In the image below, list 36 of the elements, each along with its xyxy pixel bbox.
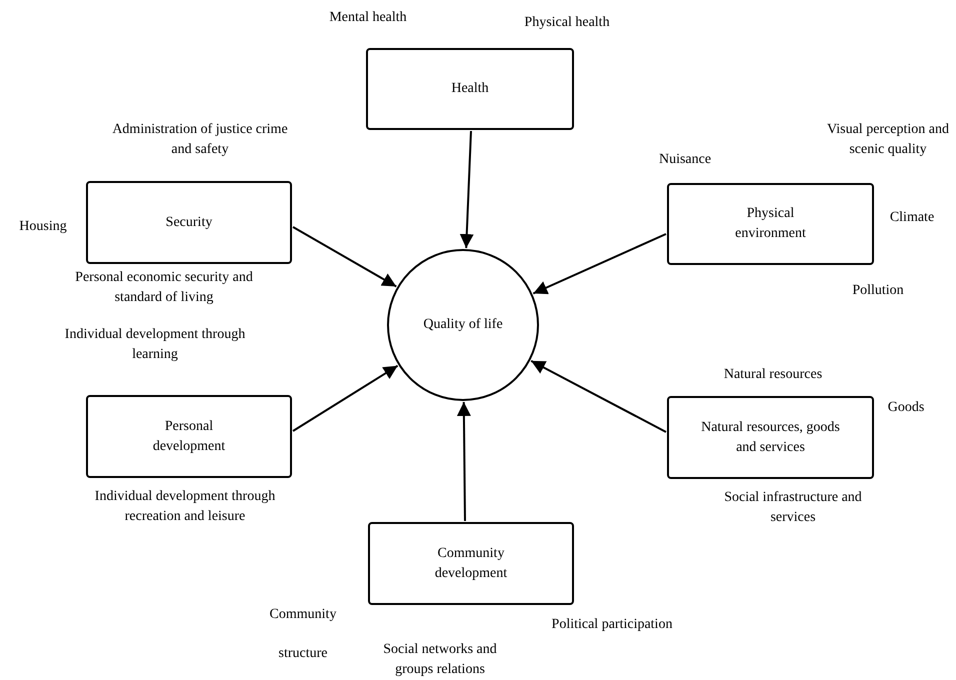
category-box	[667, 396, 874, 479]
category-box	[368, 522, 574, 605]
node-label: Personal development	[152, 418, 226, 456]
aspect-label: Visual perception and scenic quality	[826, 121, 950, 159]
node-label: Quality of life	[423, 316, 503, 334]
arrow	[530, 360, 666, 433]
arrow	[292, 226, 397, 288]
arrow	[292, 364, 398, 432]
aspect-label: Administration of justice crime and safety	[111, 121, 289, 159]
aspect-label: Natural resources	[722, 366, 824, 384]
category-box	[366, 48, 574, 130]
category-box	[86, 395, 292, 478]
aspect-label: Social networks and groups relations	[382, 641, 498, 679]
aspect-label: Physical health	[523, 14, 611, 32]
aspect-label: Pollution	[851, 282, 905, 300]
aspect-label: Community structure	[268, 606, 338, 663]
arrow	[460, 130, 474, 248]
arrow	[456, 402, 471, 522]
node-label: Natural resources, goods and services	[700, 418, 841, 456]
aspect-label: Nuisance	[658, 151, 712, 169]
aspect-label: Mental health	[328, 9, 408, 27]
node-label: Health	[451, 80, 489, 98]
aspect-label: Goods	[886, 399, 926, 417]
aspect-label: Individual development through recreation and leisure	[94, 488, 276, 526]
aspect-label: Social infrastructure and services	[723, 489, 863, 527]
aspect-label: Political participation	[550, 616, 674, 634]
node-label: Community development	[434, 544, 508, 582]
aspect-label: Individual development through learning	[64, 326, 246, 364]
aspect-label: Climate	[888, 209, 936, 227]
category-box	[86, 181, 292, 264]
category-box	[667, 183, 874, 265]
aspect-label: Housing	[18, 218, 68, 236]
aspect-label: Personal economic security and standard of living	[74, 269, 254, 307]
arrow	[532, 233, 666, 294]
node-label: Physical environment	[734, 205, 807, 243]
node-label: Security	[166, 214, 212, 232]
